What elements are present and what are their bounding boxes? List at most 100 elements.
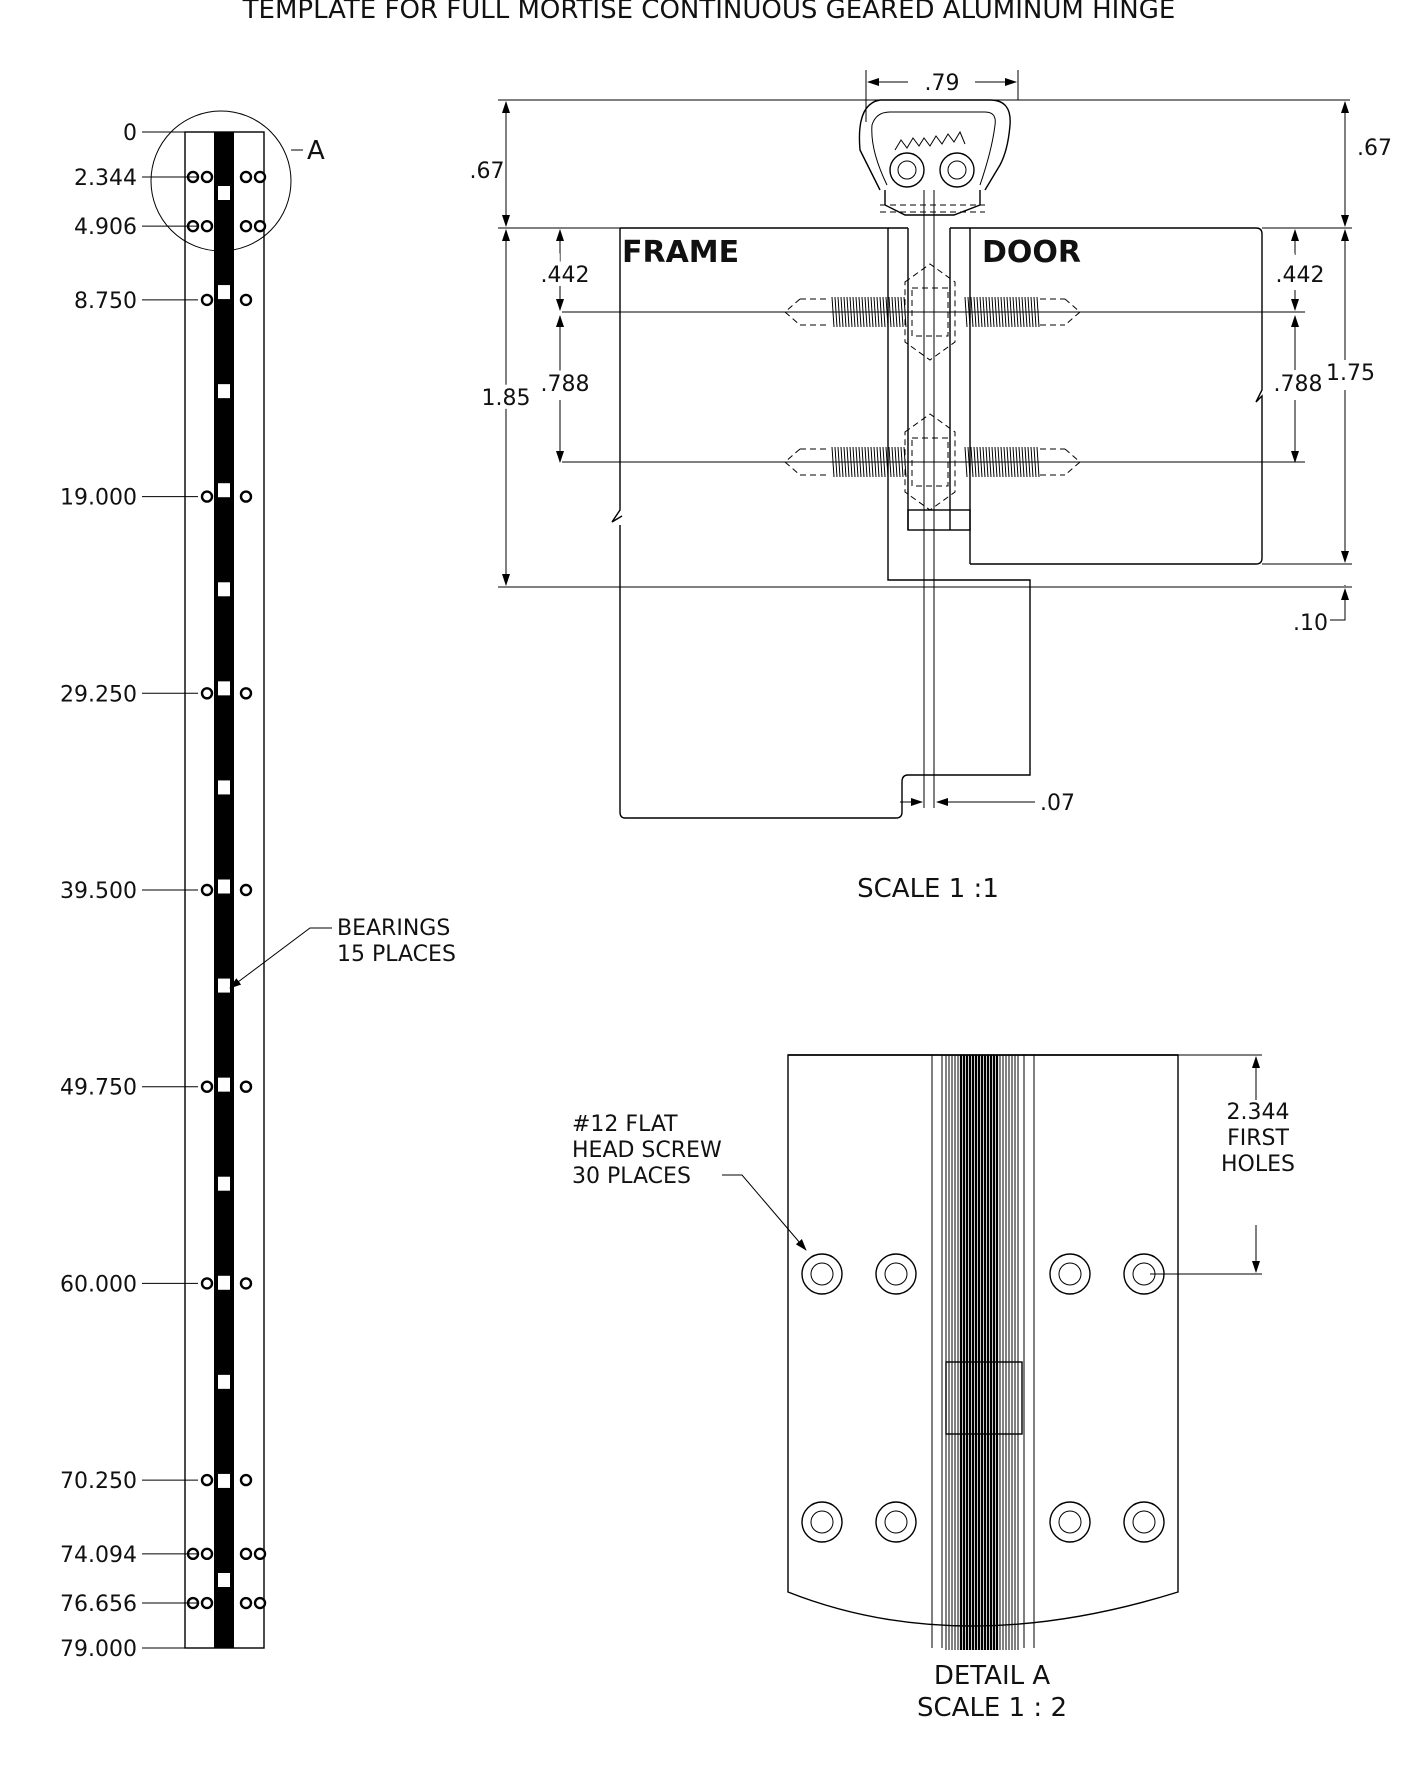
screw-hole-icon <box>200 490 214 503</box>
screw-hole-icon <box>239 490 253 503</box>
screw-note-line1: #12 FLAT <box>572 1112 678 1137</box>
screw-hole-icon <box>200 170 214 184</box>
screw-note-line2: HEAD SCREW <box>572 1138 722 1163</box>
detail-a-callout-circle <box>150 110 292 252</box>
drawing-title: TEMPLATE FOR FULL MORTISE CONTINUOUS GEA… <box>242 0 1176 25</box>
detail-caption-line2: SCALE 1 : 2 <box>917 1693 1067 1723</box>
station-label: 74.094 <box>60 1543 137 1568</box>
station-label: 8.750 <box>74 289 137 314</box>
bearing-icon <box>216 1372 232 1391</box>
screw-tip <box>1040 298 1081 326</box>
screw-hole-inner-icon <box>884 1262 908 1286</box>
hinge-cap-profile <box>858 99 1011 216</box>
screw-hole-icon <box>200 1596 214 1610</box>
station-label: 70.250 <box>60 1469 137 1494</box>
screw-tip <box>784 448 830 476</box>
screw-hole-icon <box>239 1473 253 1487</box>
detail-a-callout-label: A <box>307 136 325 166</box>
dim-left-067: .67 <box>470 159 505 184</box>
bearing-icon <box>216 382 232 401</box>
screw-hole-icon <box>875 1501 917 1543</box>
screw-hole-icon <box>801 1253 843 1295</box>
first-holes-dim-line3: HOLES <box>1221 1152 1295 1177</box>
screw-tip <box>1040 448 1081 476</box>
dim-gap-010: .10 <box>1293 611 1328 636</box>
elevation-station-labels: 0 2.344 4.906 8.750 19.000 29.250 39.500 49.750… <box>60 121 221 1662</box>
screw-hole-icon <box>239 293 253 307</box>
screw-hole-inner-icon <box>810 1262 834 1286</box>
screw-hole-icon <box>253 1547 267 1561</box>
bearing-icon <box>216 1174 232 1193</box>
bearing-icon <box>216 184 232 202</box>
station-label: 79.000 <box>60 1637 137 1662</box>
station-label: 29.250 <box>60 682 137 707</box>
screw-hole-icon <box>239 687 253 700</box>
screw-hole-inner-icon <box>1132 1510 1156 1534</box>
bearings-note-line1: BEARINGS <box>337 916 450 941</box>
screw-hole-icon <box>801 1501 843 1543</box>
station-label: 49.750 <box>60 1076 137 1101</box>
dim-left-185: 1.85 <box>482 386 531 411</box>
elevation-bearings <box>216 184 232 1589</box>
bearing-icon <box>216 1571 232 1589</box>
door-label: DOOR <box>982 235 1081 270</box>
bearing-icon <box>216 1273 232 1292</box>
screw-hole-icon <box>1123 1501 1165 1543</box>
screw-hole-icon <box>200 687 214 700</box>
first-holes-dim-line2: FIRST <box>1227 1126 1289 1151</box>
bearing-icon <box>216 481 232 500</box>
dim-gap-007: .07 <box>1040 791 1075 816</box>
bearing-icon <box>216 976 232 995</box>
screw-hole-icon <box>200 1080 214 1093</box>
dim-left-788: .788 <box>541 372 590 397</box>
screw-hole-icon <box>200 1277 214 1290</box>
screw-hole-icon <box>239 1277 253 1290</box>
dim-left-442: .442 <box>541 263 590 288</box>
door-outline <box>970 227 1263 565</box>
screw-hole-icon <box>253 1596 267 1610</box>
hinge-elevation-view: 0 2.344 4.906 8.750 19.000 29.250 39.500 49.750… <box>60 110 456 1662</box>
screw-hole-inner-icon <box>1058 1510 1082 1534</box>
section-screws <box>562 263 1305 511</box>
screw-hole-icon <box>200 219 214 233</box>
screw-hole-inner-icon <box>810 1510 834 1534</box>
screw-hole-icon <box>200 1473 214 1487</box>
screw-hole-icon <box>239 170 253 184</box>
screw-hole-icon <box>239 1596 253 1610</box>
screw-hole-icon <box>1049 1501 1091 1543</box>
frame-label: FRAME <box>622 235 739 270</box>
detail-a-view: #12 FLAT HEAD SCREW 30 PLACES 2.344 FIRS… <box>572 1054 1295 1723</box>
screw-hole-icon <box>253 170 267 184</box>
station-label: 39.500 <box>60 879 137 904</box>
bearings-leader <box>229 927 332 989</box>
screw-head <box>904 413 956 511</box>
frame-outline <box>619 227 1031 819</box>
screw-hole-icon <box>239 1080 253 1093</box>
detail-knuckle-lines <box>945 1055 1019 1650</box>
screw-hole-icon <box>200 293 214 307</box>
station-label: 19.000 <box>60 486 137 511</box>
bearings-note-line2: 15 PLACES <box>337 942 456 967</box>
screw-head <box>904 263 956 361</box>
station-label: 0 <box>123 121 137 146</box>
detail-screw-holes <box>801 1253 1165 1543</box>
bearing-icon <box>216 1075 232 1094</box>
station-label: 2.344 <box>74 166 137 191</box>
station-label: 76.656 <box>60 1592 137 1617</box>
screw-hole-icon <box>239 219 253 233</box>
dim-width-top: .79 <box>925 71 960 96</box>
bearing-icon <box>216 778 232 797</box>
screw-tip <box>784 298 830 326</box>
screw-hole-inner-icon <box>1058 1262 1082 1286</box>
dim-right-175: 1.75 <box>1326 361 1375 386</box>
screw-hole-icon <box>239 883 253 897</box>
screw-hole-icon <box>200 883 214 897</box>
screw-hole-inner-icon <box>884 1510 908 1534</box>
hinge-section-view: FRAME DOOR .79 .67 .67 1.85 .442 .788 <box>470 70 1392 904</box>
screw-hole-icon <box>1049 1253 1091 1295</box>
screw-hole-icon <box>875 1253 917 1295</box>
screw-hole-icon <box>239 1547 253 1561</box>
dim-right-067: .67 <box>1357 136 1392 161</box>
station-label: 4.906 <box>74 215 137 240</box>
